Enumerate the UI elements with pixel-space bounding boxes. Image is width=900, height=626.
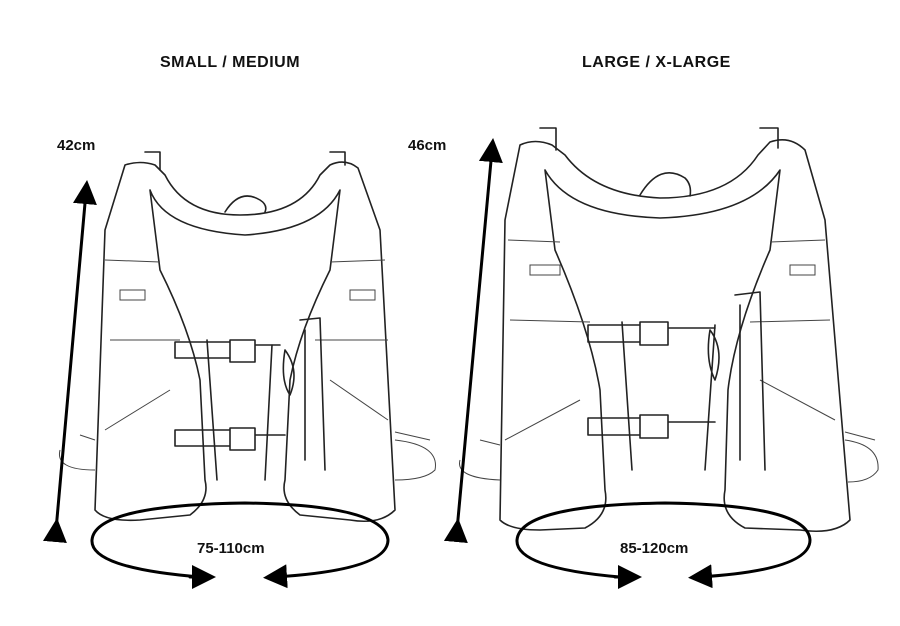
chest-label-small: 75-110cm (197, 540, 265, 557)
chest-label-large: 85-120cm (620, 540, 689, 557)
height-arrow-large (443, 138, 503, 544)
chest-ellipse-large (515, 501, 812, 589)
height-arrow-small (42, 180, 97, 544)
size-title-small-medium: SMALL / MEDIUM (160, 54, 301, 71)
height-label-large: 46cm (408, 137, 447, 154)
vest-small-illustration (58, 151, 436, 523)
size-title-large-xlarge: LARGE / X-LARGE (582, 54, 731, 71)
vest-large-illustration (459, 127, 879, 533)
chest-ellipse-small (90, 501, 390, 589)
height-label-small: 42cm (57, 137, 96, 154)
